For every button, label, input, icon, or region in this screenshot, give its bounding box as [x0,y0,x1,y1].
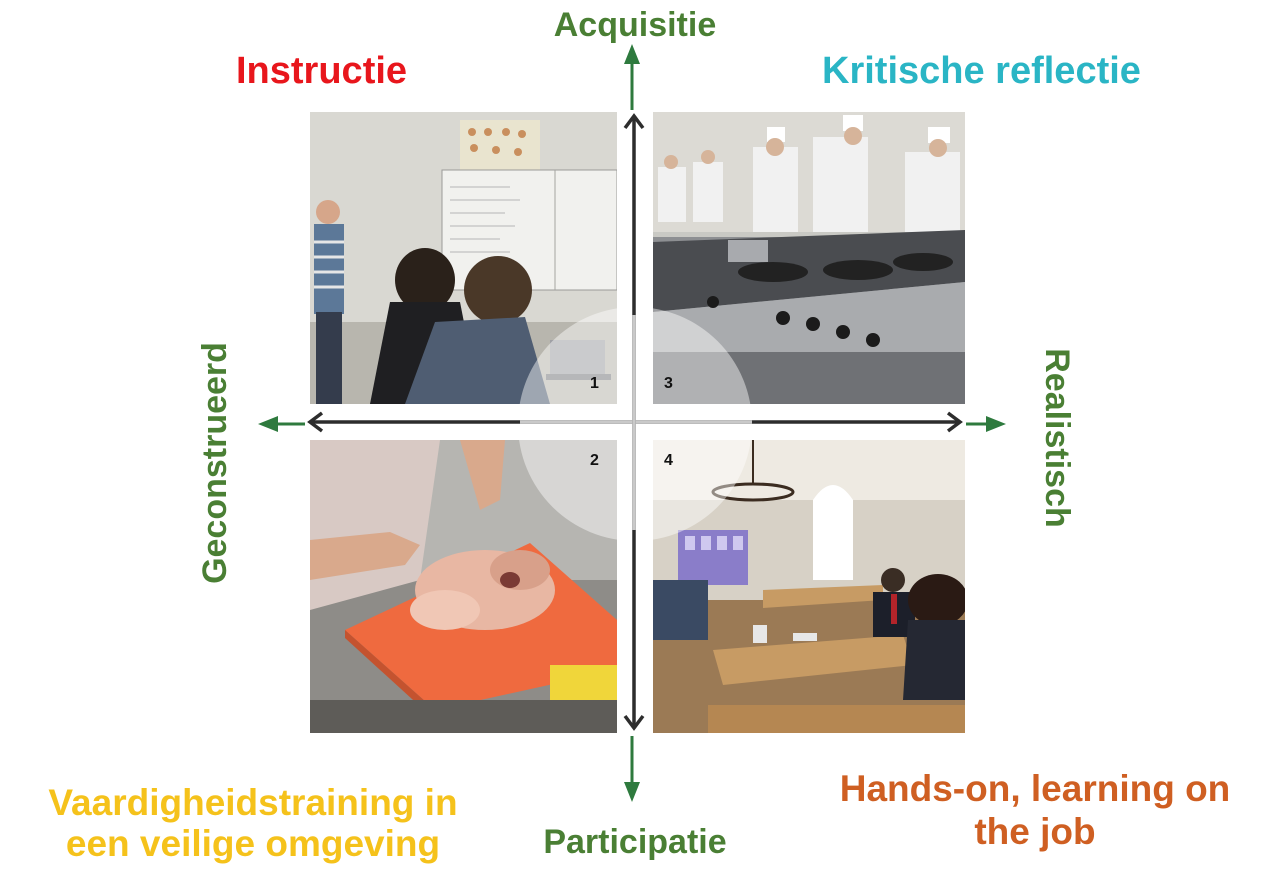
top-axis-arrowhead [623,113,645,130]
quadrant-number-2: 2 [590,452,599,469]
quadrant-title-hands-on-line2: the job [974,811,1096,852]
bottom-axis-arrowhead [623,714,645,731]
quadrant-title-instructie: Instructie [236,50,408,92]
quadrant-title-hands-on: Hands-on, learning on the job [800,770,1270,850]
quadrant-title-vaardigheidstraining: Vaardigheidstraining in een veilige omge… [8,784,498,862]
quadrant-title-kritische-reflectie: Kritische reflectie [822,50,1141,92]
photo-classroom [310,112,617,404]
quadrant-number-4: 4 [664,452,673,469]
right-axis-arrowhead [946,411,963,433]
axis-label-participatie: Participatie [543,823,727,861]
photo-chicken-cutting-board [310,440,617,733]
photo-dining-hall [653,440,965,733]
quadrant-number-1: 1 [590,375,599,392]
quadrant-title-hands-on-line1: Hands-on, learning on [839,768,1231,809]
axis-label-acquisitie: Acquisitie [553,6,717,44]
quadrant-title-vaardigheidstraining-line2: een veilige omgeving [65,823,441,864]
quadrant-number-3: 3 [664,375,673,392]
left-axis-arrowhead [307,411,324,433]
photo-kitchen-chefs [653,112,965,404]
quadrant-title-vaardigheidstraining-line1: Vaardigheidstraining in [48,782,458,823]
